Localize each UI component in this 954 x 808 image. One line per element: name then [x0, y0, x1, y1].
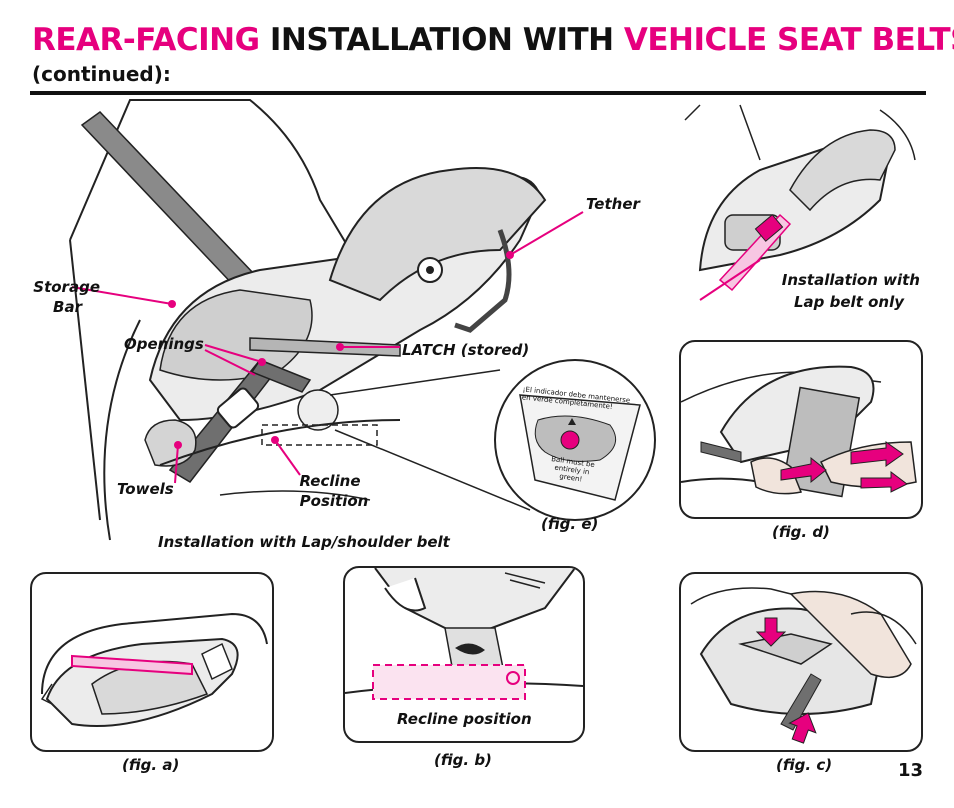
label-storage-bar-line1: Storage	[33, 278, 100, 296]
fig-c-up-arrow	[788, 712, 817, 744]
fig-b-recline-box	[372, 664, 526, 700]
caption-lap-shoulder-belt: Installation with Lap/shoulder belt	[158, 533, 450, 551]
fig-c-down-arrow	[755, 617, 787, 647]
caption-fig-c: (fig. c)	[776, 756, 833, 774]
caption-fig-d: (fig. d)	[772, 523, 830, 541]
fig-b-panel: Recline position	[343, 566, 585, 743]
page-subtitle: (continued):	[32, 62, 171, 86]
label-tether: Tether	[586, 195, 640, 213]
label-latch-stored: LATCH (stored)	[402, 341, 530, 359]
indicator-ball	[560, 430, 580, 450]
latch-strap	[249, 337, 401, 357]
label-recline-position-line1: Recline	[299, 472, 361, 490]
fig-c-panel	[679, 572, 923, 752]
fig-a-latch-strap	[71, 654, 193, 676]
lap-belt-only-illustration	[684, 104, 916, 301]
page-title: REAR-FACING INSTALLATION WITH VEHICLE SE…	[32, 22, 954, 58]
label-storage-bar-line2: Bar	[53, 298, 82, 316]
title-installation-with: INSTALLATION WITH	[259, 22, 624, 58]
caption-fig-e: (fig. e)	[541, 515, 599, 533]
header-rule	[30, 91, 926, 95]
title-rear-facing: REAR-FACING	[32, 22, 260, 58]
label-towels: Towels	[117, 480, 174, 498]
towels-shape	[144, 419, 197, 467]
label-lap-only-line1: Installation with	[781, 271, 920, 289]
caption-fig-a: (fig. a)	[122, 756, 180, 774]
fig-a-panel	[30, 572, 274, 752]
page-number: 13	[898, 760, 924, 781]
caption-fig-b: (fig. b)	[434, 751, 492, 769]
title-vehicle-seat-belts: VEHICLE SEAT BELTS	[623, 22, 954, 58]
fig-d-panel	[679, 340, 923, 519]
label-lap-only-line2: Lap belt only	[794, 293, 904, 311]
caption-recline-position: Recline position	[397, 710, 532, 728]
shoulder-belt-shape	[80, 111, 257, 292]
label-openings: Openings	[124, 335, 204, 353]
label-recline-position-line2: Position	[299, 492, 369, 510]
belt-buckle	[216, 387, 260, 429]
